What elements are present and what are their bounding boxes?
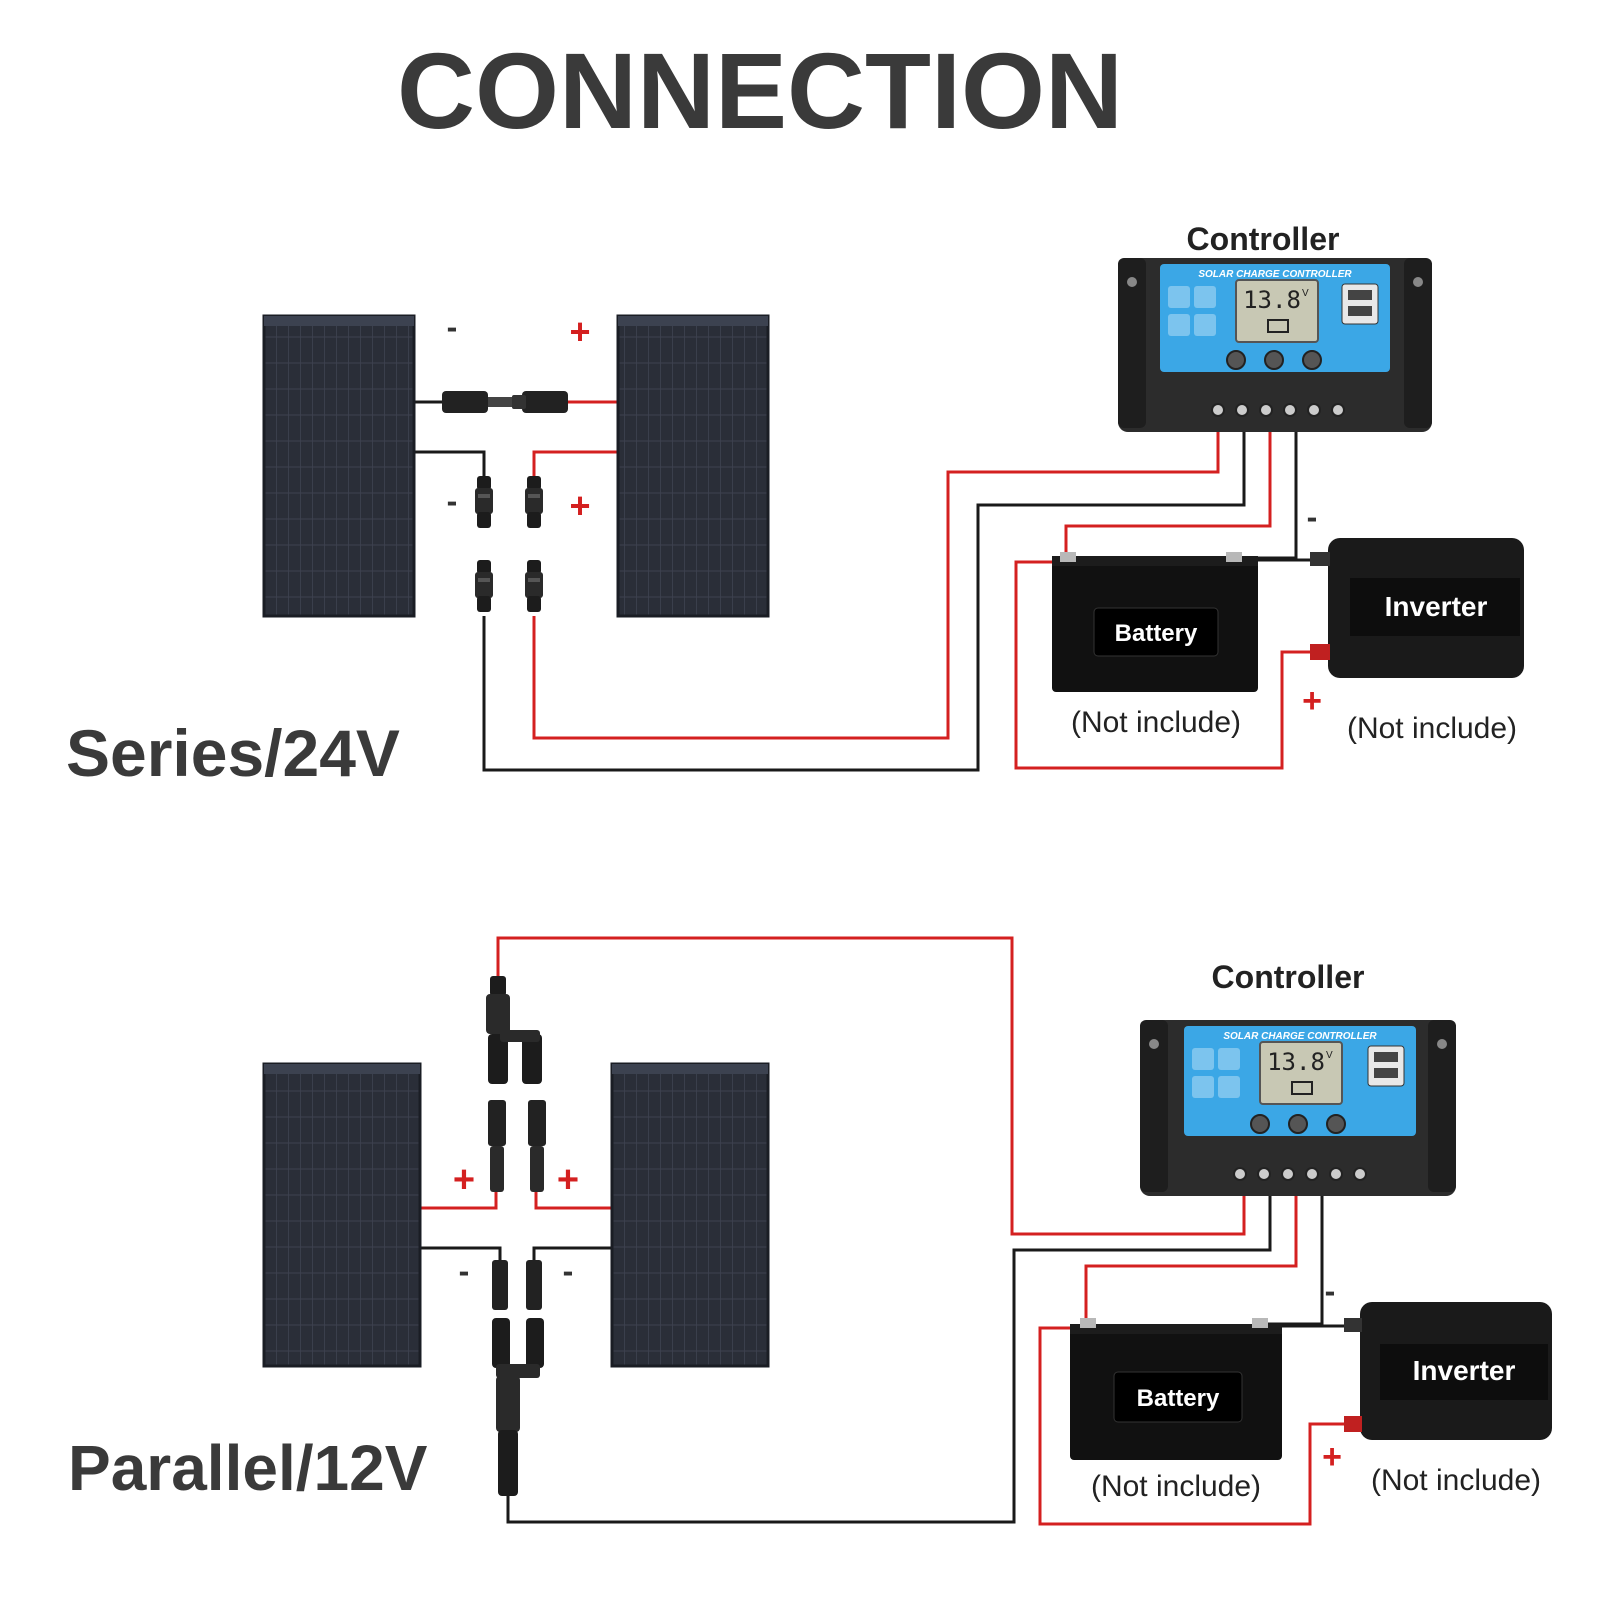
inverter-label: Inverter — [1385, 591, 1488, 622]
lcd-reading: 13.8 — [1243, 286, 1301, 314]
controller-label: Controller — [1187, 221, 1340, 257]
wire-positive — [496, 936, 1246, 1236]
branch-connector-positive — [486, 976, 546, 1192]
polarity-plus-label: + — [1322, 1438, 1342, 1476]
solar-panel — [616, 314, 770, 618]
charge-controller: Controller SOLAR CHARGE CONTROLLER 13.8 … — [1118, 221, 1432, 432]
parallel-label: Parallel/12V — [68, 1432, 428, 1504]
controller-button[interactable] — [1250, 1114, 1270, 1134]
wire-positive — [532, 432, 1220, 740]
controller-button[interactable] — [1302, 350, 1322, 370]
series-section: - + - + Controller SOLAR CHARGE CONTROLL… — [66, 221, 1524, 790]
inverter-label: Inverter — [1413, 1355, 1516, 1386]
lcd-unit: V — [1326, 1050, 1333, 1061]
polarity-plus-label: + — [557, 1159, 579, 1201]
wire-positive — [532, 450, 618, 476]
battery-label: Battery — [1115, 620, 1198, 647]
solar-panel — [262, 1062, 422, 1368]
polarity-plus-label: + — [1302, 682, 1322, 720]
mc4-connector-positive — [525, 560, 543, 612]
polarity-plus-label: + — [569, 311, 590, 352]
inverter: Inverter - + (Not include) — [1302, 499, 1524, 745]
polarity-minus-label: - — [563, 1253, 574, 1289]
wire-negative — [420, 1246, 502, 1260]
battery-note: (Not include) — [1071, 706, 1241, 739]
wire-positive — [1038, 1326, 1346, 1526]
controller-button[interactable] — [1288, 1114, 1308, 1134]
lcd-unit: V — [1302, 288, 1309, 299]
mc4-connector-positive — [525, 476, 543, 528]
series-top-connector — [412, 391, 618, 413]
controller-label: Controller — [1212, 959, 1365, 995]
wire-positive — [1064, 432, 1272, 556]
wire-negative — [506, 1196, 1272, 1524]
inverter-note: (Not include) — [1347, 712, 1517, 745]
polarity-minus-label: - — [1307, 499, 1318, 535]
controller-button[interactable] — [1326, 1114, 1346, 1134]
series-label: Series/24V — [66, 716, 400, 790]
controller-face-text: SOLAR CHARGE CONTROLLER — [1198, 269, 1352, 280]
controller-terminals — [1211, 403, 1345, 417]
controller-terminals — [1233, 1167, 1367, 1181]
battery-note: (Not include) — [1091, 1470, 1261, 1503]
battery-label: Battery — [1137, 1385, 1220, 1412]
page-title: CONNECTION — [397, 30, 1123, 151]
wire-positive — [1084, 1196, 1298, 1326]
polarity-minus-label: - — [459, 1253, 470, 1289]
polarity-minus-label: - — [1325, 1273, 1336, 1309]
polarity-minus-label: - — [447, 483, 458, 519]
wire-positive — [534, 1192, 612, 1210]
controller-face-text: SOLAR CHARGE CONTROLLER — [1223, 1031, 1377, 1042]
polarity-plus-label: + — [569, 485, 590, 526]
battery: Battery (Not include) — [1052, 552, 1258, 739]
polarity-plus-label: + — [453, 1159, 475, 1201]
wire-negative — [482, 432, 1246, 772]
solar-panel — [262, 314, 416, 618]
wire-positive — [1014, 560, 1310, 770]
wire-positive — [420, 1192, 498, 1210]
controller-button[interactable] — [1264, 350, 1284, 370]
wire-negative — [532, 1246, 612, 1260]
battery: Battery (Not include) — [1070, 1318, 1282, 1503]
series-wires — [412, 432, 1310, 772]
polarity-minus-label: - — [447, 309, 458, 345]
wire-negative — [412, 450, 486, 476]
mc4-connector-negative — [475, 476, 493, 528]
lcd-reading: 13.8 — [1267, 1048, 1325, 1076]
solar-panel — [610, 1062, 770, 1368]
charge-controller: Controller SOLAR CHARGE CONTROLLER 13.8 … — [1140, 959, 1456, 1196]
branch-connector-negative — [492, 1260, 544, 1496]
inverter-note: (Not include) — [1371, 1464, 1541, 1497]
inverter: Inverter - + (Not include) — [1322, 1273, 1552, 1497]
mc4-connector-negative — [475, 560, 493, 612]
controller-button[interactable] — [1226, 350, 1246, 370]
parallel-section: + + - - Controller SOLAR CHARGE CONTROLL… — [68, 936, 1552, 1526]
